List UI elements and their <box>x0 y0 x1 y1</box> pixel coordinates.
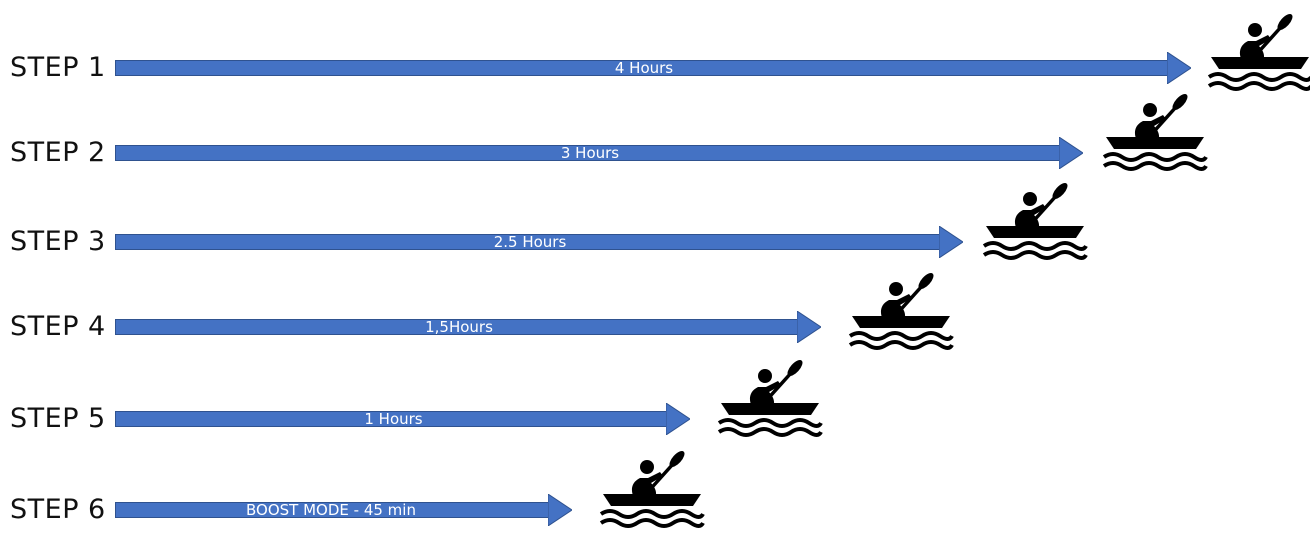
step-row: STEP 3 2.5 Hours <box>0 212 1310 272</box>
kayak-icon <box>1205 13 1310 95</box>
duration-arrow-shaft: 4 Hours <box>115 60 1173 76</box>
step-label: STEP 2 <box>10 137 106 168</box>
step-row: STEP 5 1 Hours <box>0 389 1310 449</box>
duration-label: BOOST MODE - 45 min <box>246 501 416 519</box>
duration-label: 1,5Hours <box>425 318 493 336</box>
step-row: STEP 4 1,5Hours <box>0 297 1310 357</box>
kayak-icon <box>597 450 707 532</box>
duration-label: 4 Hours <box>614 59 674 77</box>
step-row: STEP 2 3 Hours <box>0 123 1310 183</box>
kayak-icon <box>980 182 1090 264</box>
duration-arrow-shaft: 3 Hours <box>115 145 1065 161</box>
step-label: STEP 5 <box>10 403 106 434</box>
arrow-head-icon <box>666 403 690 435</box>
step-label: STEP 1 <box>10 52 106 83</box>
kayak-icon <box>1100 93 1210 175</box>
duration-label: 2.5 Hours <box>493 233 567 251</box>
step-label: STEP 6 <box>10 494 106 525</box>
kayak-icon <box>715 359 825 441</box>
duration-arrow-shaft: 1 Hours <box>115 411 672 427</box>
arrow-head-icon <box>1059 137 1083 169</box>
step-row: STEP 6 BOOST MODE - 45 min <box>0 480 1310 540</box>
arrow-head-icon <box>797 311 821 343</box>
duration-label: 1 Hours <box>364 410 423 428</box>
duration-arrow-shaft: BOOST MODE - 45 min <box>115 502 554 518</box>
step-label: STEP 3 <box>10 226 106 257</box>
step-row: STEP 1 4 Hours <box>0 38 1310 98</box>
kayak-icon <box>846 272 956 354</box>
arrow-head-icon <box>1167 52 1191 84</box>
step-label: STEP 4 <box>10 311 106 342</box>
arrow-head-icon <box>548 494 572 526</box>
duration-arrow-shaft: 1,5Hours <box>115 319 803 335</box>
duration-arrow-shaft: 2.5 Hours <box>115 234 945 250</box>
arrow-head-icon <box>939 226 963 258</box>
duration-label: 3 Hours <box>560 144 620 162</box>
